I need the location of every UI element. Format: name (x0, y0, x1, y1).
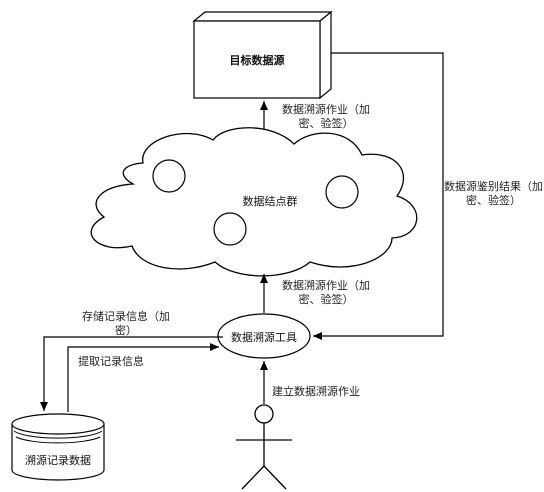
data-node-cluster-cloud (90, 127, 418, 277)
trace-record-db-node (11, 413, 105, 481)
edge-tool-store-to-db (40, 336, 223, 411)
node-circle-2 (325, 175, 359, 209)
target-data-source-node (192, 10, 333, 100)
edge-label-create: 建立数据溯源作业 (272, 385, 360, 398)
edge-db-fetch-to-tool (67, 343, 219, 412)
cloud-node-label: 数据结点群 (242, 195, 298, 208)
edge-label-tool-to-cloud: 数据溯源作业（加 密、验签） (282, 279, 370, 306)
edge-label-tool-to-target: 数据溯源作业（加 密、验签） (282, 103, 370, 130)
traceability-tool-node (217, 313, 311, 359)
node-circle-1 (152, 159, 186, 193)
tool-node-label: 数据溯源工具 (231, 331, 297, 344)
edge-label-store: 存储记录信息（加 密） (82, 310, 170, 337)
node-circle-3 (213, 212, 247, 246)
edge-target-result-to-tool (313, 52, 444, 340)
edge-label-result: 数据源鉴别结果（加 密、验签） (444, 180, 543, 207)
edge-label-fetch: 提取记录信息 (78, 355, 144, 368)
user-stick-figure (236, 404, 292, 490)
db-node-label: 溯源记录数据 (25, 454, 91, 467)
target-node-label: 目标数据源 (229, 54, 285, 67)
